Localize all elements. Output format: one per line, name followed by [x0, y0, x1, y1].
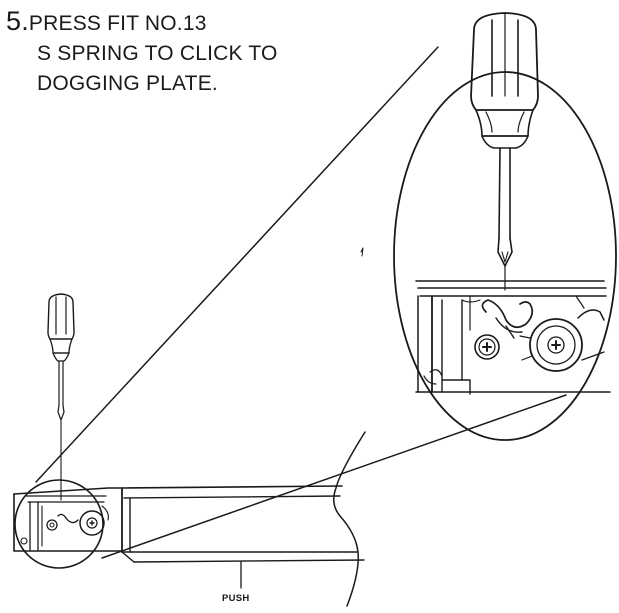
magnify-circle: [14, 479, 104, 569]
phillips-screw-head-icon: [474, 334, 500, 360]
instruction-line-2: S SPRING TO CLICK TO: [37, 42, 278, 65]
zoom-projection-lines: [35, 46, 567, 559]
step-instruction: 5.PRESS FIT NO.13 S SPRING TO CLICK TO D…: [6, 6, 278, 99]
mechanism-detail: [415, 280, 611, 395]
magnify-ellipse: [393, 71, 617, 441]
phillips-screwdriver-icon: [470, 12, 539, 291]
rail-assembly: [13, 431, 366, 607]
step-number: 5.: [6, 6, 29, 36]
instruction-line-1: 5.PRESS FIT NO.13: [6, 6, 207, 36]
small-screwdriver-icon: [47, 293, 75, 501]
push-label: PUSH: [222, 593, 250, 604]
magnified-detail: [360, 12, 617, 441]
instruction-line-3: DOGGING PLATE.: [37, 72, 218, 95]
